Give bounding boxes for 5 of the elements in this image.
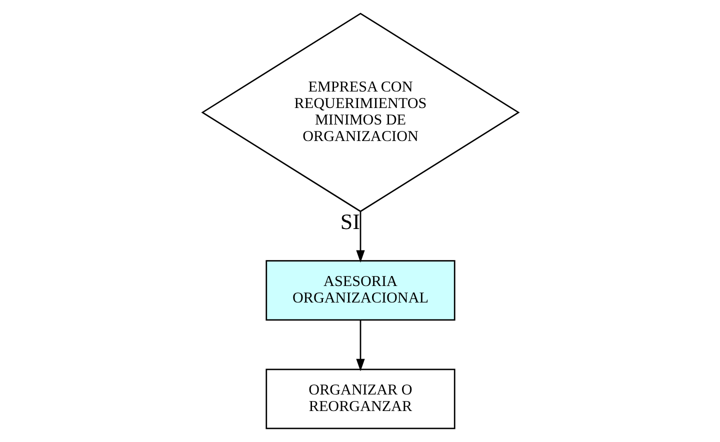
node-box: ASESORIA ORGANIZACIONAL	[265, 260, 455, 321]
arrow	[356, 212, 364, 263]
node-box: ORGANIZAR O REORGANZAR	[265, 368, 455, 430]
node-diamond: EMPRESA CON REQUERIMIENTOS MINIMOS DE ORGANIZACION	[200, 12, 520, 212]
arrow	[356, 320, 364, 372]
